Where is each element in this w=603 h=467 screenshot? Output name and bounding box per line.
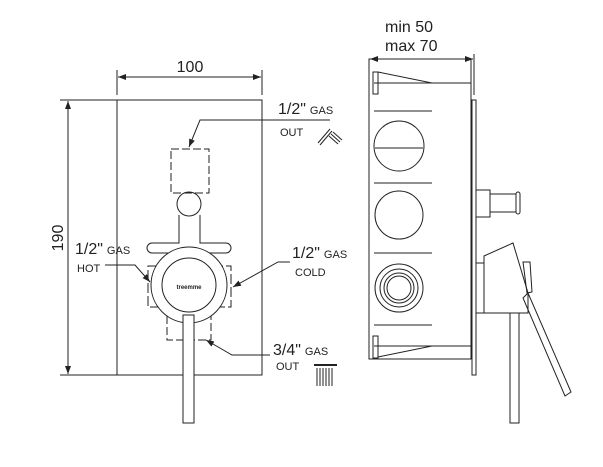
bottom-outlet-label: 3/4"GAS (273, 342, 328, 359)
side-plate (471, 99, 477, 376)
cold-label: COLD (295, 267, 326, 279)
lever-open (522, 292, 572, 397)
bottom-out-label: OUT (276, 361, 300, 373)
hand-shower-icon (317, 128, 343, 146)
lever (182, 314, 195, 424)
lever-down (509, 312, 520, 424)
diverter-knob (176, 191, 202, 217)
height-label: 190 (50, 225, 67, 252)
port-middle (374, 190, 424, 240)
rough-in-box (368, 58, 472, 360)
diverter-box (170, 148, 210, 194)
overhead-shower-icon (314, 364, 337, 386)
cold-inlet-label: 1/2"GAS (292, 245, 347, 262)
top-outlet-out: OUT (280, 127, 304, 139)
hot-inlet-label: 1/2"GAS (75, 241, 130, 258)
port-top (373, 120, 425, 172)
height-dimension: 190 (50, 99, 117, 376)
top-outlet-label: 1/2"GAS (278, 101, 333, 118)
side-view: min 50 max 70 (368, 19, 572, 424)
port-bottom (374, 263, 424, 313)
width-label: 100 (177, 59, 204, 76)
depth-max-label: max 70 (385, 38, 438, 55)
front-view: 100 190 treemme 1/2"GAS OUT 1/2"GAS HOT … (50, 59, 347, 424)
diverter-knob-side (475, 189, 491, 218)
lever-body-side (483, 242, 529, 314)
hot-label: HOT (77, 263, 101, 275)
depth-min-label: min 50 (385, 19, 433, 36)
handle-cap (161, 257, 217, 313)
brand-logo: treemme (176, 285, 202, 291)
width-dimension: 100 (116, 59, 263, 95)
